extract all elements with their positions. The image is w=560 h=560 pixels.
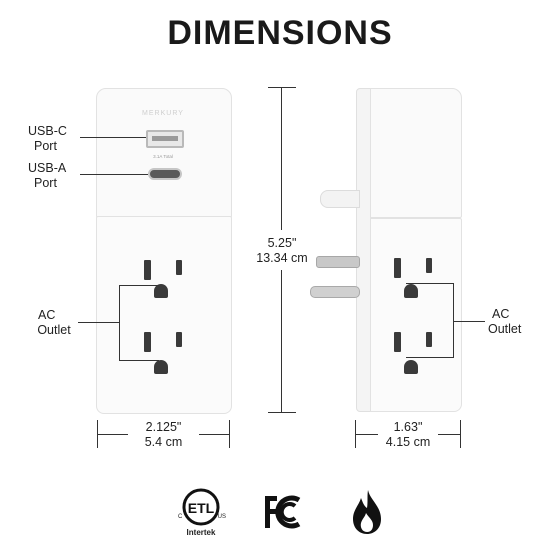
- width-arrow-right: [199, 434, 229, 435]
- side-lower-housing: [370, 218, 462, 412]
- front-view: MERKURY 3.1A Total: [96, 88, 232, 414]
- side-ac-outlet-1: [386, 256, 442, 300]
- height-line-lower: [281, 270, 282, 412]
- usb-c-leader: [80, 137, 146, 138]
- usb-c-label: USB-C Port: [28, 124, 67, 154]
- usb-a-label: USB-A Port: [28, 161, 66, 191]
- ac-right-stem: [453, 321, 485, 322]
- plug-prong-round: [310, 286, 360, 298]
- depth-arrow-left: [356, 434, 378, 435]
- ac-outlet-left-label: AC Outlet: [32, 308, 76, 338]
- side-ac-outlet-2: [386, 330, 442, 378]
- height-dimension: 5.25" 13.34 cm: [242, 236, 322, 266]
- depth-dimension: 1.63" 4.15 cm: [378, 420, 438, 450]
- ac-left-line1: AC: [38, 308, 56, 322]
- ground-stub: [320, 190, 360, 208]
- etl-logo-icon: ETL C US Intertek: [178, 486, 226, 542]
- depth-inches: 1.63": [393, 420, 423, 434]
- side-upper-housing: [370, 88, 462, 218]
- ac-outlet-1: [136, 258, 192, 302]
- page-title: DIMENSIONS: [167, 14, 393, 52]
- height-cm: 13.34 cm: [256, 251, 308, 265]
- depth-cm: 4.15 cm: [385, 435, 431, 449]
- usb-a-label-line1: USB-A: [28, 161, 67, 175]
- side-view: [300, 86, 464, 416]
- ac-outlet-right-label: AC Outlet: [488, 307, 521, 337]
- usb-c-label-line2: Port: [34, 139, 57, 153]
- width-tick-right: [229, 420, 230, 448]
- ac-left-bottom: [119, 360, 159, 361]
- ac-right-top: [406, 283, 454, 284]
- brand-logo: MERKURY: [142, 110, 184, 117]
- ac-left-line2: Outlet: [37, 323, 71, 337]
- front-upper-housing: [96, 88, 232, 218]
- ac-left-vert: [119, 285, 120, 361]
- usb-a-port-icon: [146, 130, 184, 148]
- depth-arrow-right: [438, 434, 460, 435]
- usb-a-leader: [80, 174, 148, 175]
- width-arrow-left: [98, 434, 128, 435]
- usb-rating-text: 3.1A Total: [153, 154, 173, 159]
- width-dimension: 2.125" 5.4 cm: [128, 420, 199, 450]
- ac-right-vert: [453, 283, 454, 358]
- ac-right-line2: Outlet: [488, 322, 522, 336]
- usb-c-port-icon: [148, 168, 182, 180]
- height-line-upper: [281, 88, 282, 230]
- flame-icon: [350, 488, 384, 536]
- fcc-logo-icon: [262, 492, 302, 532]
- etl-small-right: US: [217, 514, 226, 520]
- etl-small-left: C: [178, 514, 183, 520]
- width-tick-left: [97, 420, 98, 448]
- height-tick-top: [268, 87, 296, 88]
- usb-c-label-line1: USB-C: [28, 124, 67, 138]
- height-inches: 5.25": [267, 236, 297, 250]
- ac-right-bottom: [406, 357, 454, 358]
- width-inches: 2.125": [145, 420, 182, 434]
- depth-tick-right: [460, 420, 461, 448]
- ac-left-top: [119, 285, 159, 286]
- plug-prong-flat: [316, 256, 360, 268]
- svg-text:ETL: ETL: [188, 500, 215, 516]
- ac-right-line1: AC: [492, 307, 510, 321]
- usb-a-label-line2: Port: [34, 176, 57, 190]
- ac-outlet-2: [136, 330, 192, 378]
- height-tick-bottom: [268, 412, 296, 413]
- ac-left-stem: [78, 322, 120, 323]
- front-lower-housing: [96, 216, 232, 414]
- depth-tick-left: [355, 420, 356, 448]
- width-cm: 5.4 cm: [144, 435, 183, 449]
- etl-intertek-text: Intertek: [186, 528, 216, 537]
